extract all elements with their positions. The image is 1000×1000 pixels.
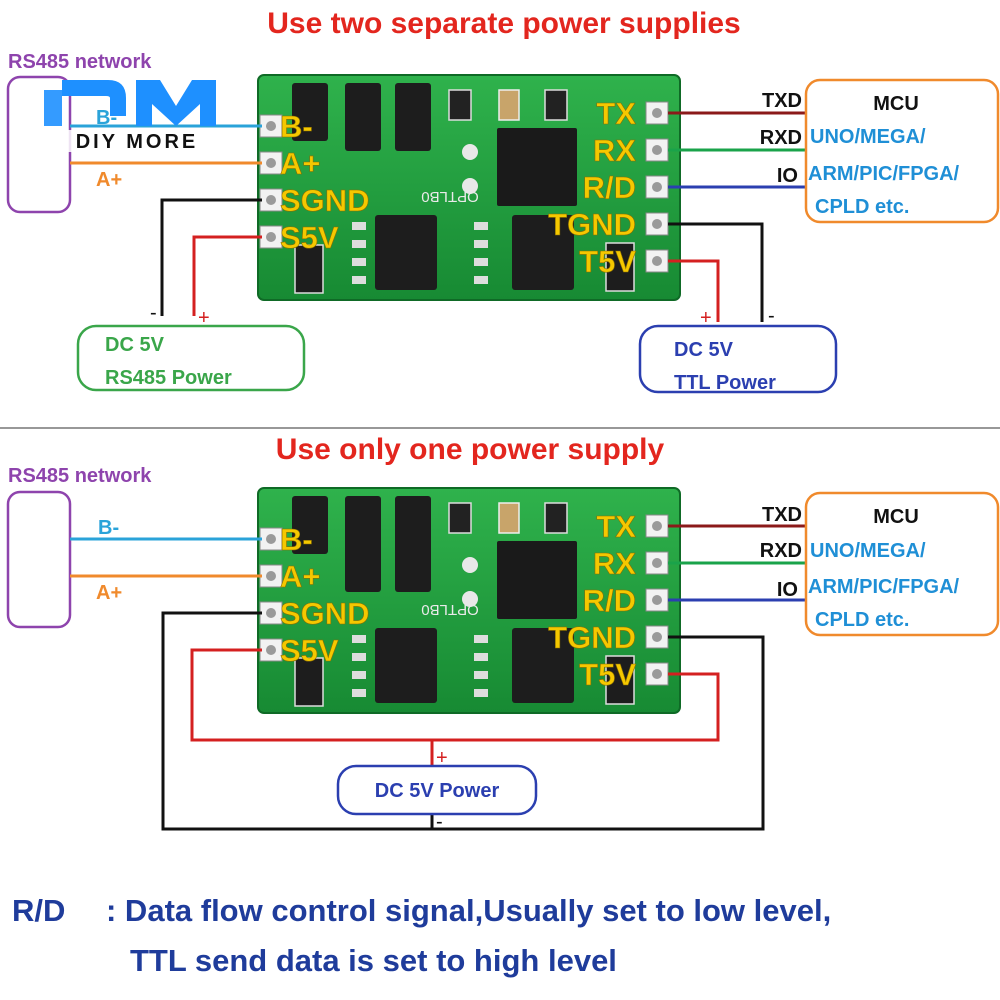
- bottom-right-pin-labels: TX RX R/D TGND T5V: [548, 509, 637, 693]
- psu-label: DC 5V Power: [375, 780, 500, 802]
- top-right-pin-labels: TX RX R/D TGND T5V: [548, 96, 637, 280]
- rs485-network-label-2: RS485 network: [8, 465, 152, 487]
- pin-label-b-2: B-: [280, 522, 313, 557]
- bottom-left-pin-labels: B- A+ SGND S5V: [280, 522, 370, 669]
- mcu-title-2: MCU: [873, 506, 919, 528]
- pin-label-a-2: A+: [280, 559, 321, 594]
- psu-box: [336, 764, 538, 816]
- bottom-section: Use only one power supply RS485 network …: [6, 433, 1000, 833]
- psu-left-minus: -: [150, 302, 157, 324]
- board-components-2: OPTLB0: [292, 496, 635, 707]
- mcu-title: MCU: [873, 93, 919, 115]
- a-plus-wire-label: A+: [96, 169, 122, 191]
- psu-left-plus: +: [198, 307, 210, 329]
- pin-label-rx: RX: [593, 133, 636, 168]
- psu-plus: +: [436, 747, 448, 769]
- psu-left-line2: RS485 Power: [105, 367, 232, 389]
- top-wires: [70, 111, 806, 322]
- pin-label-tx-2: TX: [596, 509, 636, 544]
- pin-label-tx: TX: [596, 96, 636, 131]
- pin-label-tgnd-2: TGND: [548, 620, 636, 655]
- mcu-line-1-2: UNO/MEGA/: [810, 540, 926, 562]
- pin-label-t5v-2: T5V: [579, 657, 636, 692]
- top-section: Use two separate power supplies RS485 ne…: [6, 7, 1000, 394]
- psu-right-box: [638, 324, 838, 394]
- note-line-2: TTL send data is set to high level: [130, 943, 617, 978]
- rxd-label: RXD: [760, 127, 802, 149]
- psu-right-line2: TTL Power: [674, 372, 776, 394]
- mcu-line-2-2: ARM/PIC/FPGA/: [808, 576, 960, 598]
- pin-label-s5v: S5V: [280, 220, 339, 255]
- pin-label-rd-2: R/D: [583, 583, 636, 618]
- top-title: Use two separate power supplies: [267, 7, 740, 40]
- pin-label-b: B-: [280, 109, 313, 144]
- right-header-pads-2: [645, 514, 669, 686]
- board-components: OPTLB0: [292, 83, 635, 294]
- pin-label-rd: R/D: [583, 170, 636, 205]
- mcu-line-2: ARM/PIC/FPGA/: [808, 163, 960, 185]
- io-label-2: IO: [777, 579, 798, 601]
- pin-label-t5v: T5V: [579, 244, 636, 279]
- a-plus-wire-label-2: A+: [96, 582, 122, 604]
- psu-left-line1: DC 5V: [105, 334, 165, 356]
- left-header-pads: [259, 114, 283, 249]
- diymore-logo: DIY MORE: [44, 80, 230, 153]
- footnote: R/D : Data flow control signal,Usually s…: [12, 893, 831, 978]
- psu-minus: -: [436, 811, 443, 833]
- io-label: IO: [777, 165, 798, 187]
- mcu-box: [804, 78, 1000, 224]
- note-term: R/D: [12, 893, 65, 928]
- txd-label: TXD: [762, 90, 802, 112]
- txd-label-2: TXD: [762, 504, 802, 526]
- top-left-pin-labels: B- A+ SGND S5V: [280, 109, 370, 256]
- bottom-wires: [70, 524, 806, 831]
- logo-text: DIY MORE: [76, 131, 199, 153]
- psu-left-box: [76, 324, 306, 392]
- psu-right-plus: +: [700, 307, 712, 329]
- mcu-line-3-2: CPLD etc.: [815, 609, 909, 631]
- left-header-pads-2: [259, 527, 283, 662]
- note-line-1: : Data flow control signal,Usually set t…: [106, 893, 831, 928]
- pin-label-a: A+: [280, 146, 321, 181]
- pin-label-sgnd: SGND: [280, 183, 370, 218]
- board-silk-label-2: OPTLB0: [421, 601, 479, 618]
- pin-label-sgnd-2: SGND: [280, 596, 370, 631]
- pin-label-s5v-2: S5V: [280, 633, 339, 668]
- psu-right-minus: -: [768, 305, 775, 327]
- psu-right-line1: DC 5V: [674, 339, 734, 361]
- b-minus-wire-label-2: B-: [98, 517, 119, 539]
- pin-label-rx-2: RX: [593, 546, 636, 581]
- rs485-network-box-2: [6, 490, 72, 629]
- rxd-label-2: RXD: [760, 540, 802, 562]
- rs485-network-label: RS485 network: [8, 51, 152, 73]
- mcu-line-1: UNO/MEGA/: [810, 126, 926, 148]
- mcu-box-2: [804, 491, 1000, 637]
- pin-label-tgnd: TGND: [548, 207, 636, 242]
- board-silk-label: OPTLB0: [421, 188, 479, 205]
- mcu-line-3: CPLD etc.: [815, 196, 909, 218]
- bottom-title: Use only one power supply: [276, 433, 665, 466]
